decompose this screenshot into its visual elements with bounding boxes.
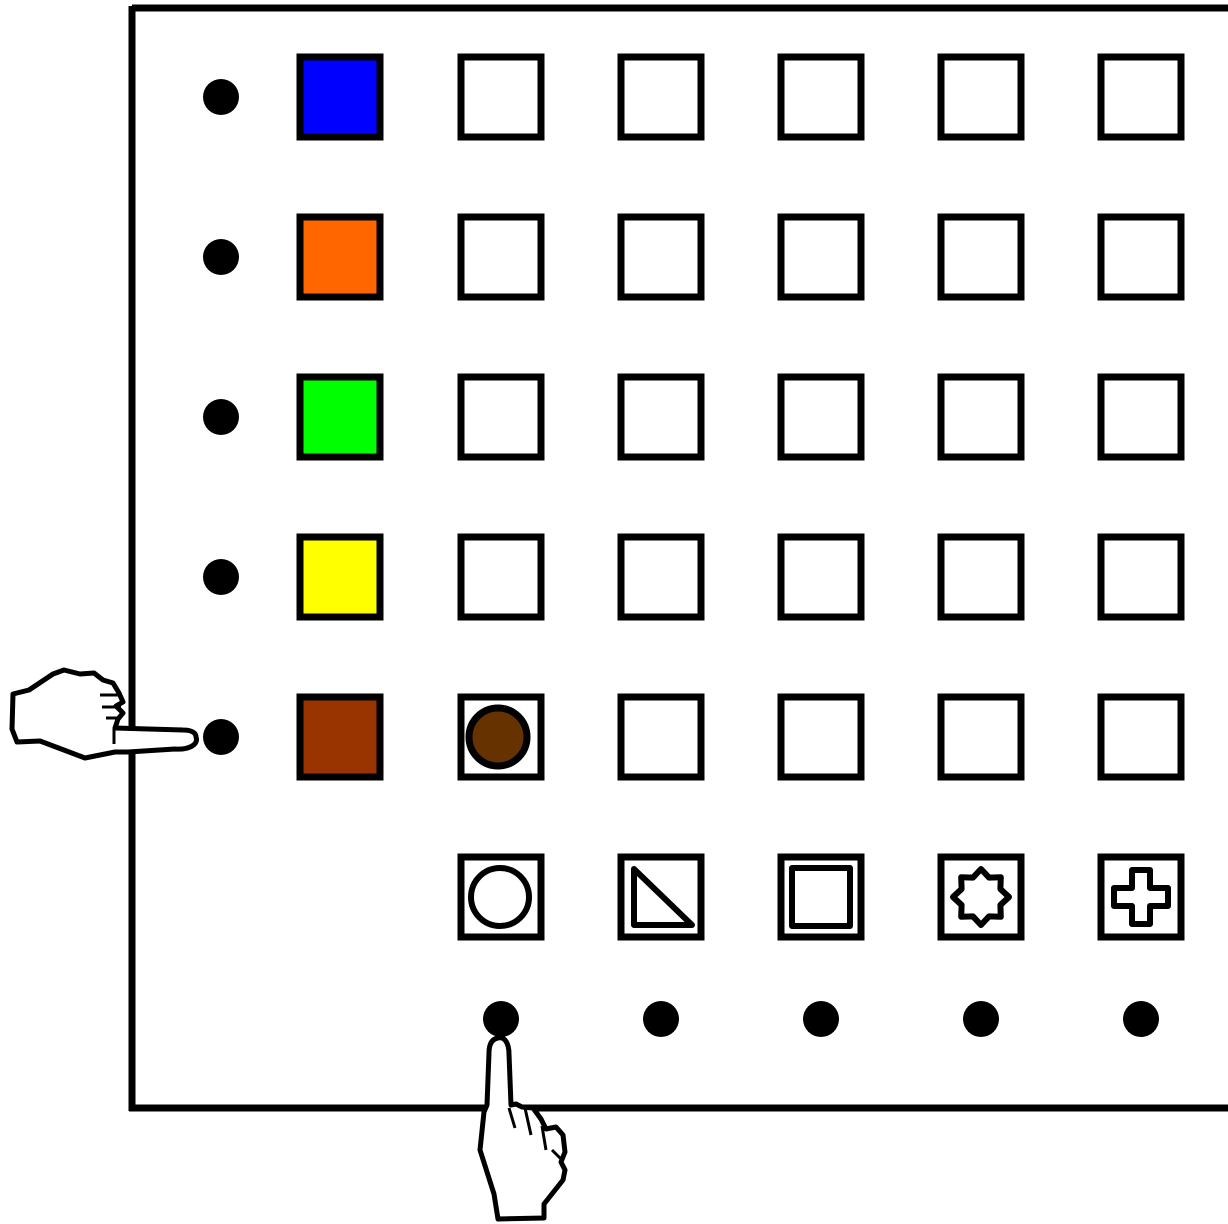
shape-key-right-triangle[interactable]	[621, 857, 701, 937]
grid-cell[interactable]	[621, 697, 701, 777]
row-selector-dot[interactable]	[203, 719, 239, 755]
row-selector-dot[interactable]	[203, 79, 239, 115]
grid-cell[interactable]	[941, 697, 1021, 777]
shape-key-circle[interactable]	[461, 857, 541, 937]
grid-cell[interactable]	[621, 217, 701, 297]
grid-cell[interactable]	[461, 377, 541, 457]
column-selector-dot[interactable]	[803, 1001, 839, 1037]
column-selector-dot[interactable]	[963, 1001, 999, 1037]
grid-cell[interactable]	[781, 537, 861, 617]
color-swatch-orange	[300, 217, 380, 297]
grid-cell[interactable]	[941, 377, 1021, 457]
color-swatch-blue	[300, 57, 380, 137]
grid-cells	[461, 57, 1181, 777]
grid-cell[interactable]	[461, 57, 541, 137]
grid-cell[interactable]	[1101, 697, 1181, 777]
grid-cell[interactable]	[461, 217, 541, 297]
column-selector-dot[interactable]	[643, 1001, 679, 1037]
grid-cell[interactable]	[781, 377, 861, 457]
grid-cell[interactable]	[621, 537, 701, 617]
grid-cell[interactable]	[781, 57, 861, 137]
pointing-hand-icon	[12, 670, 196, 758]
color-swatch-green	[300, 377, 380, 457]
shape-key-octagram-star[interactable]	[941, 857, 1021, 937]
grid-cell[interactable]	[1101, 537, 1181, 617]
row-selectors	[203, 79, 239, 755]
pointing-hand-icon	[480, 1038, 565, 1219]
row-selector-dot[interactable]	[203, 399, 239, 435]
grid-cell[interactable]	[941, 57, 1021, 137]
grid-cell[interactable]	[1101, 377, 1181, 457]
grid-cell[interactable]	[781, 217, 861, 297]
placed-circle-token	[469, 708, 527, 766]
grid-cell[interactable]	[941, 537, 1021, 617]
color-swatch-yellow	[300, 537, 380, 617]
row-selector-dot[interactable]	[203, 559, 239, 595]
row-selector-dot[interactable]	[203, 239, 239, 275]
column-selector-dot[interactable]	[1123, 1001, 1159, 1037]
grid-cell[interactable]	[1101, 217, 1181, 297]
grid-cell[interactable]	[621, 57, 701, 137]
shape-keys	[461, 857, 1181, 937]
grid-cell[interactable]	[1101, 57, 1181, 137]
color-swatches	[300, 57, 380, 777]
grid-cell[interactable]	[941, 217, 1021, 297]
shape-key-square[interactable]	[781, 857, 861, 937]
shape-key-cross[interactable]	[1101, 857, 1181, 937]
color-swatch-brown	[300, 697, 380, 777]
column-selector-dot[interactable]	[483, 1001, 519, 1037]
grid-cell[interactable]	[621, 377, 701, 457]
grid-cell[interactable]	[781, 697, 861, 777]
grid-cell[interactable]	[461, 537, 541, 617]
column-selectors	[483, 1001, 1159, 1037]
